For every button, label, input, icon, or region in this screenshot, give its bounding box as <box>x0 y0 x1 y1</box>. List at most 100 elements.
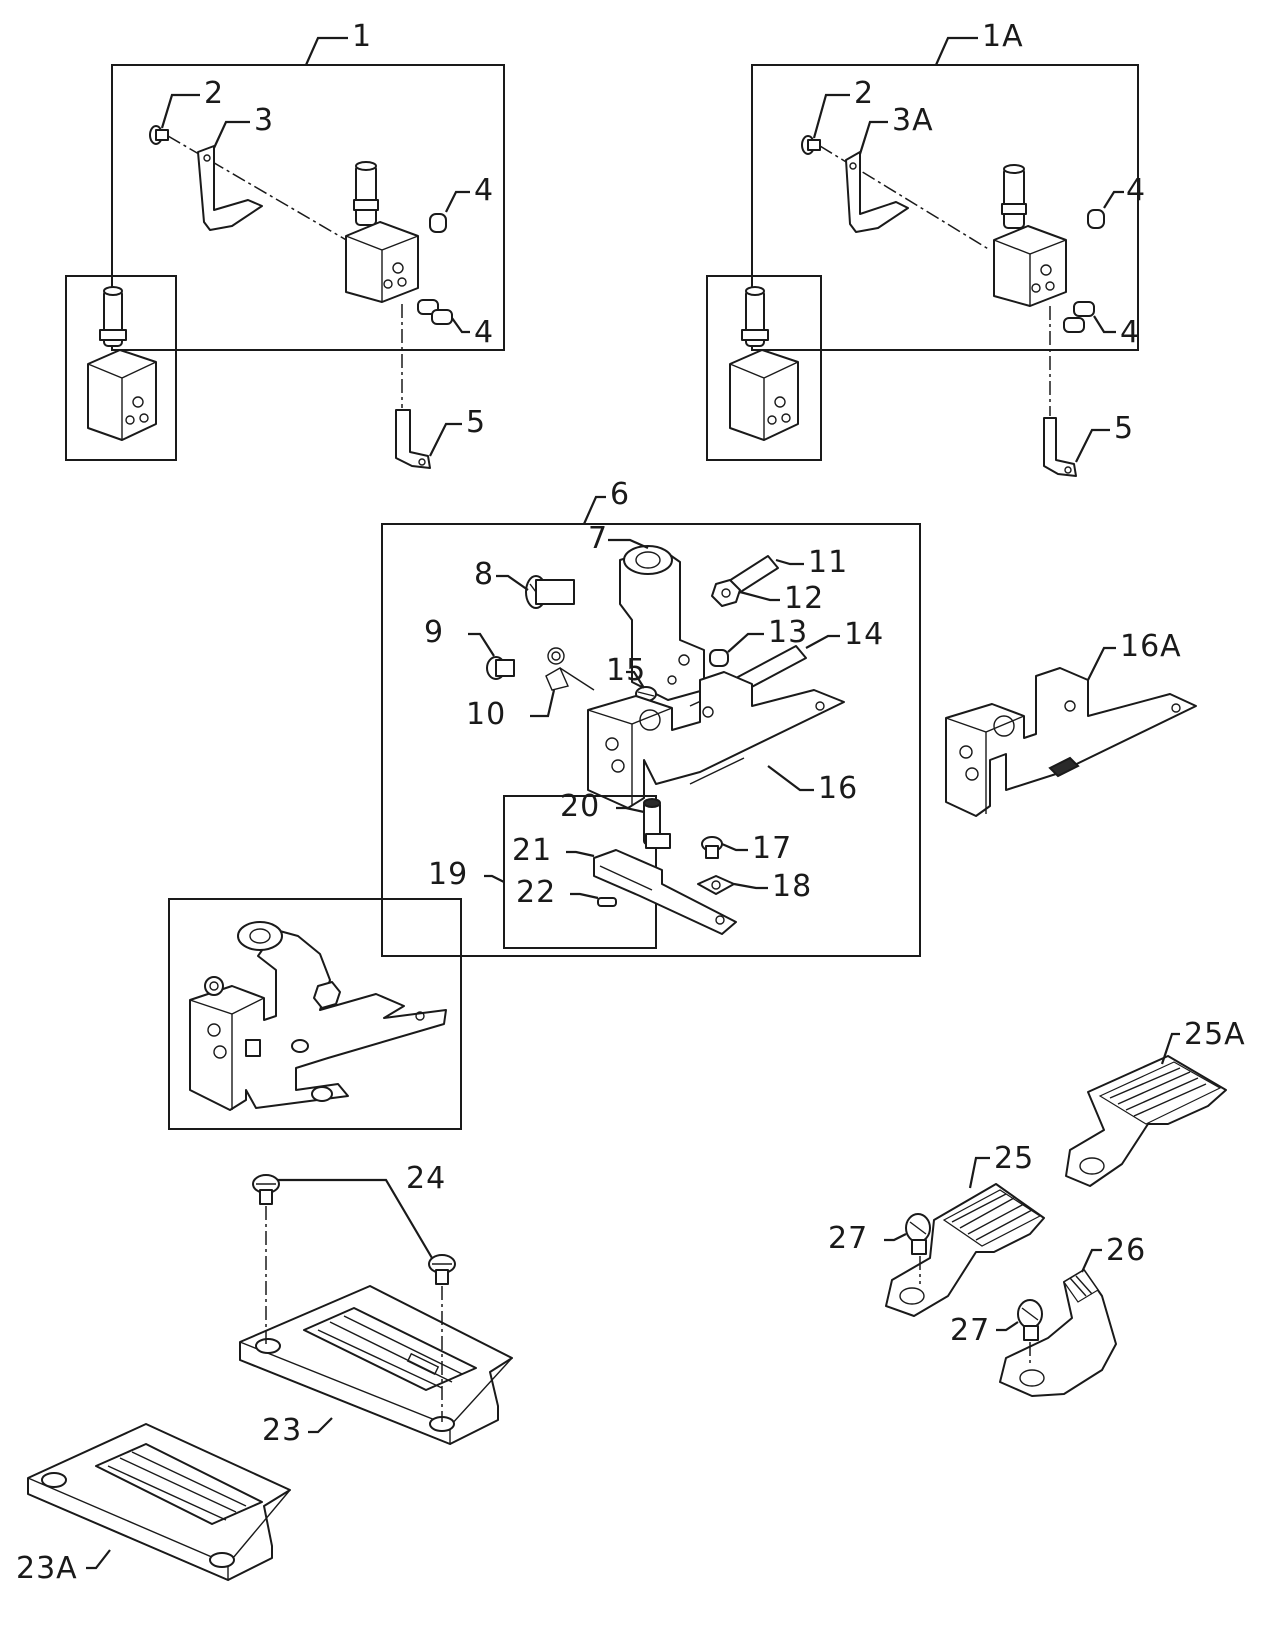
needle-clamp-body-right <box>993 164 1067 307</box>
feed-dog-25 <box>885 1183 1045 1317</box>
label-23a: 23A <box>16 1551 78 1586</box>
label-5-left: 5 <box>466 405 486 440</box>
leader-12 <box>775 558 804 566</box>
label-27-a: 27 <box>828 1221 868 1256</box>
leader-13 <box>739 590 780 602</box>
presser-foot-16 <box>587 671 845 809</box>
assembly-6-frame <box>381 523 921 957</box>
label-18: 18 <box>772 869 812 904</box>
leader-9 <box>626 670 645 689</box>
leader-23 <box>308 1417 333 1434</box>
screws-24 <box>252 1174 456 1285</box>
label-13: 12 <box>784 581 824 616</box>
pin-5-right <box>1043 417 1077 477</box>
label-5-right: 5 <box>1114 411 1134 446</box>
screw-8 <box>525 575 575 609</box>
leader-2-left <box>160 93 200 129</box>
leader-25 <box>968 1156 990 1189</box>
leader-2-right <box>812 93 850 139</box>
leader-4-left-bottom <box>451 317 470 334</box>
presser-foot-16a <box>945 667 1197 817</box>
assembly-1a-frame <box>751 64 1139 351</box>
set-screw-4-left-top <box>429 213 447 233</box>
label-24: 24 <box>406 1161 446 1196</box>
assembly-1a-inset <box>706 275 822 461</box>
label-21: 21 <box>512 833 552 868</box>
label-19: 19 <box>428 857 468 892</box>
label-16a: 16A <box>1120 629 1182 664</box>
leader-5-right <box>1075 428 1110 463</box>
assembled-clamp-left <box>87 286 157 441</box>
pin-22 <box>597 897 617 907</box>
label-25a: 25A <box>1184 1017 1246 1052</box>
label-3: 3 <box>254 103 274 138</box>
leader-4-left-top <box>445 190 470 213</box>
needle-clamp-body-left <box>345 161 419 303</box>
post-20 <box>643 798 671 849</box>
label-22: 22 <box>516 875 556 910</box>
set-screw-4-right-top <box>1087 209 1105 229</box>
leader-7 <box>608 538 649 550</box>
assembly-1: 1 2 3 4 <box>65 19 505 469</box>
leader-4-right-top <box>1103 190 1124 209</box>
screw-10 <box>486 656 515 680</box>
set-screw-4-right-bottom <box>1063 301 1095 333</box>
leader-22 <box>570 892 599 900</box>
label-26: 26 <box>1106 1233 1146 1268</box>
label-12: 11 <box>808 545 848 580</box>
label-1: 1 <box>352 19 372 54</box>
leader-8 <box>496 574 529 591</box>
assembly-1-inset <box>65 275 177 461</box>
bracket-3a <box>845 151 909 233</box>
screw-27-b <box>1017 1299 1043 1341</box>
leader-1 <box>304 36 348 66</box>
label-4-left-top: 4 <box>474 173 494 208</box>
needle-plate-23a <box>27 1423 291 1582</box>
label-4-right-top: 4 <box>1126 173 1146 208</box>
set-screw-4-left-bottom <box>417 299 453 325</box>
label-8: 8 <box>474 557 494 592</box>
bracket-3 <box>197 145 263 231</box>
assembly-1-frame <box>111 64 505 351</box>
leader-27-b <box>996 1321 1019 1332</box>
nut-13 <box>711 579 741 607</box>
leader-17 <box>721 842 748 852</box>
label-2-right: 2 <box>854 76 874 111</box>
assembled-clamp-right <box>729 286 799 441</box>
leader-11 <box>530 689 556 718</box>
leader-3 <box>213 120 250 149</box>
leader-6 <box>582 495 606 525</box>
washer-18 <box>697 875 735 895</box>
leader-1a <box>934 36 978 66</box>
assembly-6: 6 7 8 11 12 <box>381 477 921 957</box>
leader-26 <box>1080 1248 1102 1273</box>
leader-5-left <box>429 422 462 457</box>
assembly-1a: 1A 2 3A 4 <box>706 19 1146 477</box>
assembled-presser-foot-frame <box>168 898 462 1130</box>
label-16: 16 <box>818 771 858 806</box>
label-10: 9 <box>424 615 444 650</box>
leader-14 <box>727 632 764 653</box>
label-27-b: 27 <box>950 1313 990 1348</box>
leader-3a <box>858 120 888 155</box>
leader-16 <box>767 765 814 792</box>
screw-2-left <box>149 125 169 145</box>
label-4-left-bottom: 4 <box>474 315 494 350</box>
label-3a: 3A <box>892 103 934 138</box>
label-20: 20 <box>560 789 600 824</box>
pin-5-left <box>395 409 431 469</box>
leader-18 <box>733 882 768 890</box>
label-25: 25 <box>994 1141 1034 1176</box>
feed-dog-26 <box>999 1269 1117 1397</box>
leader-20 <box>616 806 645 814</box>
label-9: 15 <box>606 653 646 688</box>
leader-19 <box>484 874 505 883</box>
guide-21 <box>593 849 737 935</box>
pin-14 <box>709 649 729 667</box>
leader-25a <box>1160 1032 1180 1065</box>
leader-16a <box>1087 646 1116 681</box>
leader-4-right-bottom <box>1093 315 1116 334</box>
screw-2-right <box>801 135 821 155</box>
label-2-left: 2 <box>204 76 224 111</box>
